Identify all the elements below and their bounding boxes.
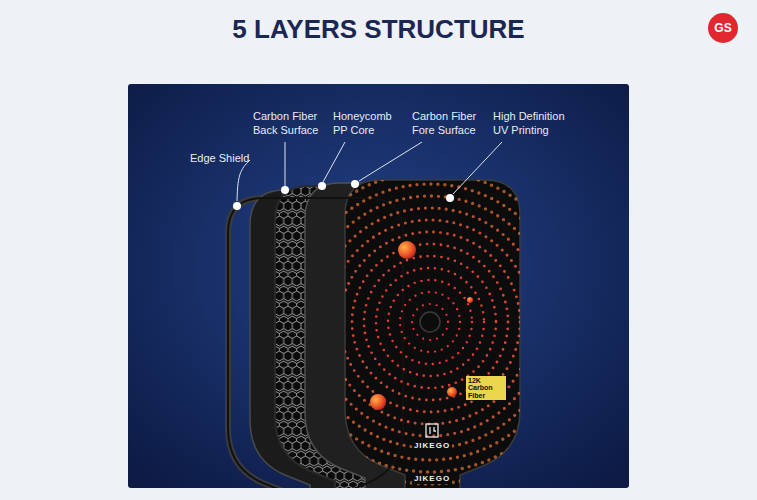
planet-dot: [467, 297, 473, 303]
part-label: Honeycomb PP Core: [333, 109, 397, 138]
dotted-ring: [340, 232, 520, 412]
dotted-ring: [256, 148, 604, 488]
leader-dot: [446, 194, 454, 202]
face-print: [256, 148, 604, 488]
leader-dot: [281, 186, 289, 194]
leader-lines: [233, 142, 502, 210]
leader-dot: [351, 180, 359, 188]
dotted-ring: [268, 160, 592, 484]
printed-face-layer: [345, 180, 520, 488]
part-label: High Definition UV Printing: [493, 109, 579, 138]
edge-shield-inner: [228, 198, 403, 488]
dotted-ring: [352, 244, 508, 400]
brand-wordmark: JIKEGO: [412, 474, 452, 484]
dotted-ring: [280, 172, 580, 472]
leader-line: [285, 142, 286, 186]
brand-wordmark: JIKEGO: [412, 441, 452, 451]
page-title: 5 LAYERS STRUCTURE: [0, 13, 757, 45]
center-ring: [420, 312, 440, 332]
paddle-layers: [228, 148, 604, 488]
brand-icon-mark: [430, 427, 436, 434]
dotted-ring: [400, 292, 460, 352]
dotted-ring: [328, 220, 532, 424]
leader-line: [323, 142, 345, 182]
part-label: Carbon Fiber Back Surface: [253, 109, 329, 138]
leader-line: [359, 142, 422, 181]
leader-line: [237, 160, 250, 201]
part-label: Edge Shield: [190, 151, 260, 165]
dotted-ring: [388, 280, 472, 364]
material-badge: 12K Carbon Fiber: [466, 376, 506, 400]
dotted-ring: [292, 184, 568, 460]
logo-letters: GS: [708, 20, 738, 36]
dotted-ring: [364, 256, 496, 388]
brand-icon: [426, 424, 438, 437]
planet-dot: [370, 394, 386, 410]
part-label: Carbon Fiber Fore Surface: [412, 109, 488, 138]
brand-logo: [708, 13, 738, 43]
dotted-ring: [376, 268, 484, 376]
planet-dot: [398, 241, 416, 259]
leader-dot: [318, 182, 326, 190]
planet-dot: [447, 387, 457, 397]
dotted-ring: [304, 196, 556, 448]
leader-dot: [233, 202, 241, 210]
leader-line: [453, 142, 502, 194]
dotted-ring: [316, 208, 544, 436]
dotted-ring: [412, 304, 448, 340]
